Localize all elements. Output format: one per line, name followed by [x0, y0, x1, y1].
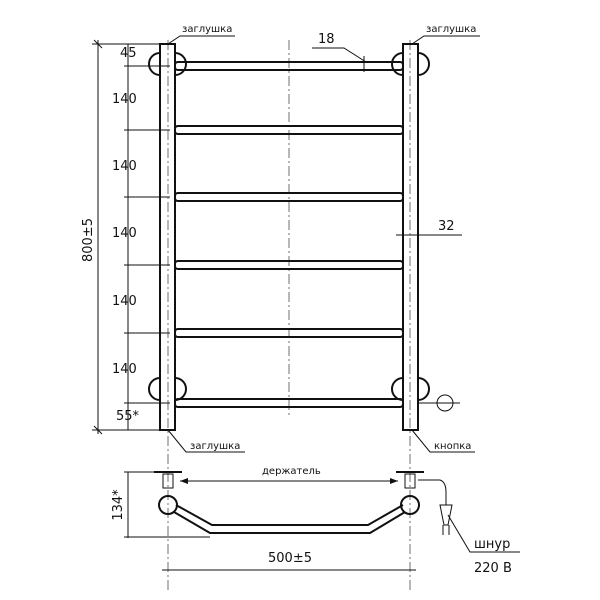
spacing-dimension: 140: [112, 362, 137, 377]
spacing-dimension: 140: [112, 92, 137, 107]
mount-bottom-left: [148, 377, 187, 401]
rung: [174, 61, 404, 71]
mount-top-right: [391, 52, 430, 76]
width-dimension: 500±5: [268, 551, 312, 566]
leader: [411, 429, 475, 453]
left-vertical-pipe: [159, 43, 176, 431]
button-label: кнопка: [434, 441, 471, 452]
bottom-offset-dimension: 55*: [116, 409, 140, 424]
spacing-dimension: 140: [112, 294, 137, 309]
rung: [174, 192, 404, 202]
voltage-label: 220 В: [474, 561, 512, 576]
right-vertical-pipe: [402, 43, 419, 431]
rung: [174, 125, 404, 135]
depth-dimension: 134*: [111, 489, 126, 521]
rung-diameter-leader: [312, 47, 367, 72]
leader: [167, 429, 245, 453]
rung: [174, 328, 404, 338]
cord: [418, 479, 447, 505]
mount-bottom-right: [391, 377, 430, 401]
plug-icon: [439, 504, 453, 535]
cord-label: шнур: [474, 537, 510, 552]
rung: [174, 260, 404, 270]
top-offset-dimension: 45: [120, 46, 137, 61]
vertical-dimensions: [92, 39, 170, 435]
plug-label-bottom-left: заглушка: [190, 441, 240, 452]
plan-view: [154, 471, 453, 535]
mount-top-left: [148, 52, 187, 76]
plug-label-top-left: заглушка: [182, 24, 232, 35]
spacing-dimension: 140: [112, 159, 137, 174]
plug-label-top-right: заглушка: [426, 24, 476, 35]
depth-dimension-line: [124, 471, 210, 538]
leader: [167, 35, 235, 45]
height-dimension: 800±5: [81, 218, 96, 262]
rung: [174, 398, 404, 408]
pipe-diameter-dimension: 32: [438, 219, 455, 234]
leader: [411, 35, 480, 45]
leader: [447, 514, 520, 553]
rungs: [174, 61, 404, 408]
holder-label: держатель: [262, 466, 321, 477]
rung-diameter-dimension: 18: [318, 32, 335, 47]
spacing-dimension: 140: [112, 226, 137, 241]
